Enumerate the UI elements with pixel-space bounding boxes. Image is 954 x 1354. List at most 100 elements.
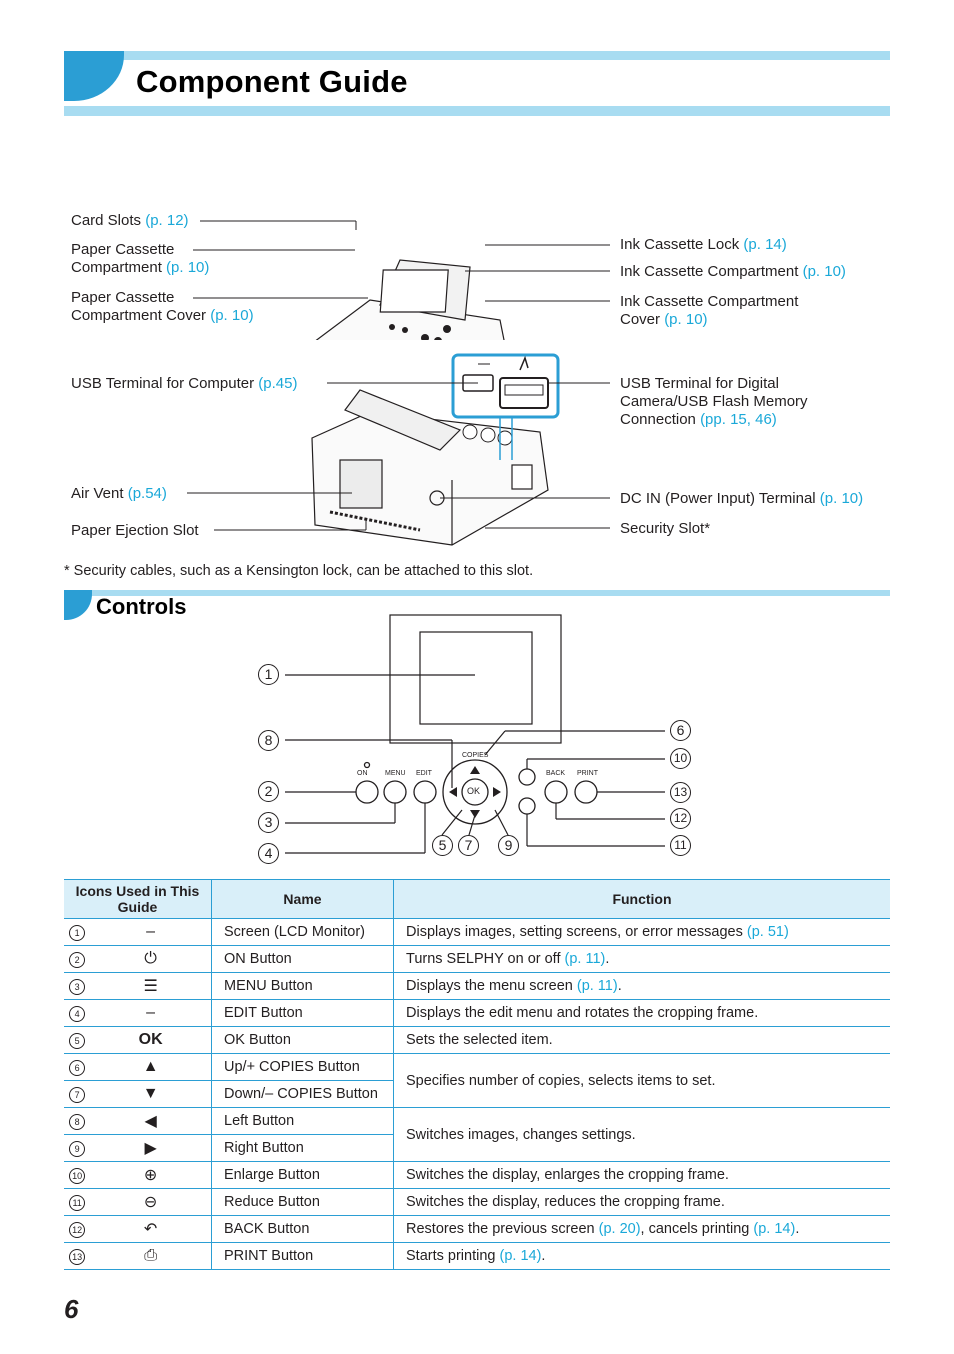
number-circle: 2	[69, 951, 86, 968]
callout-5: 5	[432, 835, 453, 856]
header-icons: Icons Used in This Guide	[64, 879, 212, 919]
function-text: .	[617, 978, 622, 994]
page-reference: (p. 51)	[746, 924, 789, 940]
label-air-vent: Air Vent (p.54)	[71, 485, 167, 502]
callout-6: 6	[670, 720, 691, 741]
row-number: 13	[64, 1242, 91, 1270]
row-number: 7	[64, 1080, 91, 1108]
row-number: 10	[64, 1161, 91, 1189]
callout-10: 10	[670, 748, 691, 769]
printer-back-diagram	[187, 353, 610, 546]
row-name: PRINT Button	[211, 1242, 394, 1270]
edit-label: EDIT	[416, 770, 432, 777]
label-dc-in: DC IN (Power Input) Terminal (p. 10)	[620, 490, 864, 507]
row-number: 1	[64, 918, 91, 946]
page-reference: (p. 11)	[564, 951, 606, 967]
row-function: Specifies number of copies, selects item…	[393, 1053, 890, 1108]
page-reference: (p. 11)	[576, 978, 618, 994]
function-text: Restores the previous screen	[406, 1221, 599, 1237]
label-usb-computer: USB Terminal for Computer (p.45)	[71, 375, 298, 392]
number-circle: 8	[69, 1113, 86, 1130]
function-text: Turns SELPHY on or off	[406, 951, 565, 967]
page-number: 6	[64, 1294, 79, 1324]
number-circle: 1	[69, 924, 86, 941]
row-number: 2	[64, 945, 91, 973]
row-function: Switches the display, enlarges the cropp…	[393, 1161, 890, 1189]
function-text: Displays images, setting screens, or err…	[406, 924, 747, 940]
back-label: BACK	[546, 770, 566, 777]
label-paper-ejection: Paper Ejection Slot	[71, 522, 199, 539]
row-name: Right Button	[211, 1134, 394, 1162]
ok-icon: OK	[90, 1026, 212, 1054]
header-name: Name	[211, 879, 394, 919]
row-function: Turns SELPHY on or off (p. 11).	[393, 945, 890, 973]
callout-13: 13	[670, 782, 691, 803]
function-text: Switches the display, enlarges the cropp…	[406, 1167, 729, 1183]
page-title: Component Guide	[136, 64, 408, 99]
function-text: Displays the menu screen	[406, 978, 577, 994]
row-name: Screen (LCD Monitor)	[211, 918, 394, 946]
function-text: Specifies number of copies, selects item…	[406, 1072, 716, 1089]
dash: –	[90, 918, 212, 946]
icons-table: Icons Used in This Guide Name Function 1…	[64, 879, 890, 1270]
row-number: 6	[64, 1053, 91, 1081]
label-ink-cassette-compartment: Ink Cassette Compartment (p. 10)	[620, 263, 846, 280]
number-circle: 3	[69, 978, 86, 995]
table-row: 1–Screen (LCD Monitor) Displays images, s…	[64, 918, 890, 946]
function-text: Sets the selected item.	[406, 1032, 553, 1048]
row-name: Reduce Button	[211, 1188, 394, 1216]
callout-12: 12	[670, 808, 691, 829]
function-text: , cancels printing	[640, 1221, 754, 1237]
left-arrow-icon: ◀	[90, 1107, 212, 1135]
dash: –	[90, 999, 212, 1027]
page-reference: (p. 14)	[499, 1248, 542, 1264]
callout-11: 11	[670, 835, 691, 856]
print-label: PRINT	[577, 770, 598, 777]
row-function: Starts printing (p. 14).	[393, 1242, 890, 1270]
back-icon: ↶	[90, 1215, 212, 1243]
callout-4: 4	[258, 843, 279, 864]
row-number: 9	[64, 1134, 91, 1162]
callout-3: 3	[258, 812, 279, 833]
power-icon: ⏻	[90, 945, 212, 973]
row-name: Down/– COPIES Button	[211, 1080, 394, 1108]
printer-front-diagram	[193, 220, 610, 340]
print-icon: ⎙	[90, 1242, 212, 1270]
controls-heading: Controls	[96, 594, 187, 619]
row-function: Switches the display, reduces the croppi…	[393, 1188, 890, 1216]
number-circle: 12	[69, 1221, 86, 1238]
number-circle: 5	[69, 1032, 86, 1049]
label-security-slot: Security Slot*	[620, 520, 711, 537]
function-text: .	[605, 951, 610, 967]
row-name: Up/+ COPIES Button	[211, 1053, 394, 1081]
table-row: 7▼Down/– COPIES Button	[64, 1080, 890, 1108]
row-function: Sets the selected item.	[393, 1026, 890, 1054]
down-arrow-icon: ▼	[90, 1080, 212, 1108]
function-text: Switches images, changes settings.	[406, 1126, 636, 1143]
row-name: MENU Button	[211, 972, 394, 1000]
row-function: Displays the edit menu and rotates the c…	[393, 999, 890, 1027]
title-banner	[64, 51, 890, 117]
function-text: Displays the edit menu and rotates the c…	[406, 1005, 759, 1021]
number-circle: 6	[69, 1059, 86, 1076]
row-name: OK Button	[211, 1026, 394, 1054]
row-number: 11	[64, 1188, 91, 1216]
zoom-in-icon: ⊕	[90, 1161, 212, 1189]
callout-2: 2	[258, 781, 279, 802]
row-function: Displays images, setting screens, or err…	[393, 918, 890, 946]
row-name: Enlarge Button	[211, 1161, 394, 1189]
number-circle: 13	[69, 1248, 86, 1265]
row-number: 4	[64, 999, 91, 1027]
callout-7: 7	[458, 835, 479, 856]
